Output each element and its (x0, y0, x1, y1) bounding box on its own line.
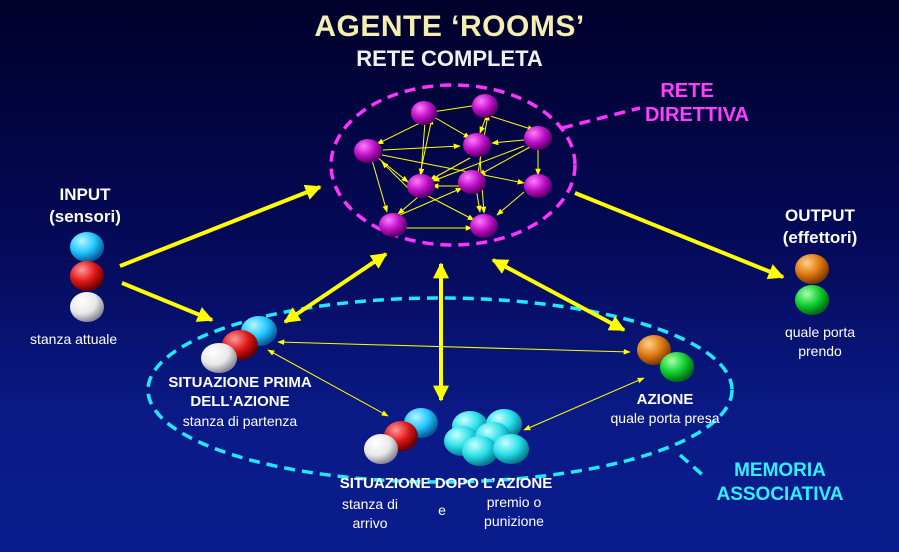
situazione-dopo-conj: e (438, 502, 446, 518)
cyan-ball (70, 232, 104, 262)
arrow-input-to-rete (119, 184, 322, 268)
green-ball (660, 352, 694, 382)
node (524, 126, 552, 150)
white-ball (201, 343, 237, 373)
situazione-prima-balls (201, 316, 277, 373)
situazione-prima-label-1: SITUAZIONE PRIMA (168, 374, 312, 391)
teal-ball (493, 434, 529, 464)
azione-label: AZIONE (636, 391, 694, 408)
node (472, 94, 498, 118)
situazione-dopo-caption-a1: stanza di (341, 496, 399, 512)
azione-balls (637, 335, 694, 382)
output-caption-2: prendo (798, 343, 842, 359)
rete-nodes (354, 94, 552, 238)
arrow-input-to-situazione (121, 281, 214, 322)
rete-direttiva-ellipse (329, 83, 577, 247)
rete-label-line1: RETE (660, 80, 714, 102)
memoria-leader (678, 453, 708, 480)
situazione-dopo-caption-b2: punizione (484, 513, 544, 529)
teal-ball (462, 436, 498, 466)
rete-direttiva-leader (561, 106, 641, 130)
input-sublabel: (sensori) (49, 207, 121, 226)
node (458, 170, 486, 194)
situazione-prima-label-2: DELL’AZIONE (190, 393, 290, 410)
node (379, 213, 407, 237)
output-balls (795, 254, 829, 315)
memoria-label-2: ASSOCIATIVA (716, 484, 844, 505)
input-label: INPUT (59, 185, 111, 204)
main-arrows (119, 184, 785, 402)
page-title: AGENTE ‘ROOMS’ (314, 10, 585, 43)
output-caption-1: quale porta (784, 324, 856, 340)
arrow-rete-to-output (574, 191, 785, 280)
node (354, 139, 382, 163)
premio-punizione-cluster (444, 409, 529, 466)
input-balls (70, 232, 104, 322)
arrow-rete-situazione (283, 252, 388, 324)
white-ball (70, 292, 104, 322)
rete-connections (371, 102, 541, 231)
rete-label-line2: DIRETTIVA (644, 104, 750, 126)
node (524, 174, 552, 198)
page-subtitle: RETE COMPLETA (356, 46, 543, 71)
output-label: OUTPUT (785, 206, 855, 225)
azione-caption: quale porta presa (610, 410, 720, 426)
output-sublabel: (effettori) (782, 228, 858, 247)
node (463, 133, 491, 157)
situazione-dopo-caption-a2: arrivo (352, 515, 388, 531)
situazione-dopo-balls (364, 408, 438, 464)
orange-ball (795, 254, 829, 284)
node (470, 214, 498, 238)
memoria-connections (267, 339, 645, 431)
situazione-dopo-caption-b1: premio o (486, 494, 542, 510)
white-ball (364, 434, 398, 464)
arrow-rete-azione (491, 258, 626, 332)
input-caption: stanza attuale (30, 331, 118, 347)
node (411, 101, 437, 125)
situazione-dopo-label: SITUAZIONE DOPO L’AZIONE (339, 475, 553, 492)
red-ball (70, 261, 104, 291)
green-ball (795, 285, 829, 315)
memoria-label-1: MEMORIA (734, 460, 826, 481)
orange-ball (637, 335, 671, 365)
memoria-associativa-ellipse (146, 296, 734, 484)
situazione-prima-caption: stanza di partenza (182, 413, 298, 429)
node (407, 174, 435, 198)
